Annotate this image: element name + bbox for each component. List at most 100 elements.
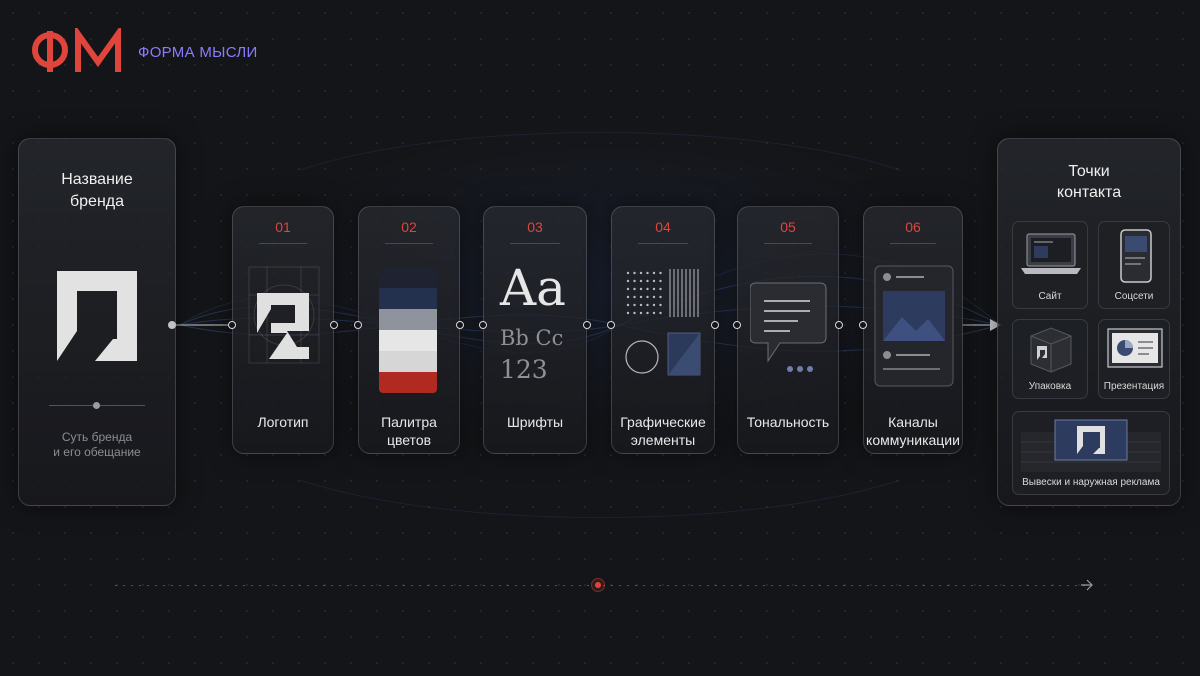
touchpoint-label: Упаковка [1028, 381, 1072, 392]
connector-node [456, 321, 464, 329]
step-number: 06 [905, 219, 921, 235]
pattern-dot [659, 271, 662, 275]
brand-name: ФОРМА МЫСЛИ [138, 44, 258, 61]
pattern-dot [646, 303, 649, 307]
connector-node [607, 321, 615, 329]
touchpoint-label: Соцсети [1114, 291, 1154, 302]
fm-logo-icon [32, 28, 121, 72]
pattern-dot [646, 295, 649, 299]
brand-card-title-line1: Название [61, 171, 133, 188]
step-divider [890, 243, 936, 244]
pattern-dot [659, 303, 662, 307]
pattern-dot [633, 311, 636, 315]
pattern-dot [626, 295, 630, 299]
pattern-dot [639, 295, 643, 299]
pattern-dot [646, 311, 649, 315]
touchpoints-title-line2: контакта [1056, 184, 1122, 201]
brand-mark-icon [57, 271, 137, 361]
pattern-dot [659, 287, 662, 291]
logo-grid-icon [248, 266, 320, 364]
connector-node [711, 321, 719, 329]
typography-sample-medium: Bb Cc [500, 326, 564, 350]
signage-icon [1021, 419, 1161, 472]
brand-card: Название бренда Суть бренда и его обещан… [18, 138, 176, 506]
pattern-dot [633, 279, 636, 283]
step-number: 05 [780, 219, 796, 235]
pattern-dot [626, 303, 630, 307]
touchpoints-title-line1: Точки [1068, 163, 1110, 180]
step-label-line2: элементы [630, 432, 696, 448]
pattern-dot [652, 271, 656, 275]
connector-node [733, 321, 741, 329]
connector-node [835, 321, 843, 329]
touchpoint-label: Вывески и наружная реклама [1022, 477, 1160, 488]
touchpoints-card: Точки контакта Сайт Соцсети Упаковка [997, 138, 1181, 506]
step-label-line2: цветов [386, 432, 432, 448]
pattern-dot [646, 279, 649, 283]
step-card-palette: 02 Палитра цветов [358, 206, 460, 454]
touchpoint-site: Сайт [1012, 221, 1088, 309]
pattern-dot [626, 287, 630, 291]
pattern-dot [639, 303, 643, 307]
color-palette-icon [379, 267, 437, 393]
typography-sample-numbers: 123 [500, 355, 548, 384]
touchpoint-label: Сайт [1038, 291, 1062, 302]
step-card-fonts: 03 Aa Bb Cc 123 Шрифты [483, 206, 587, 454]
touchpoint-packaging: Упаковка [1012, 319, 1088, 399]
pattern-dot [633, 303, 636, 307]
step-label: Шрифты [506, 414, 564, 430]
connector-node [330, 321, 338, 329]
connector-node [228, 321, 236, 329]
pattern-dot [659, 279, 662, 283]
step-number: 01 [275, 219, 291, 235]
brand-card-subtitle-line2: и его обещание [53, 445, 141, 459]
pattern-dot [633, 295, 636, 299]
divider-dot [93, 402, 100, 409]
step-divider [385, 243, 433, 244]
step-label-line1: Палитра [381, 414, 437, 430]
step-card-graphics: 04 Графические элементы [611, 206, 715, 454]
connector-node [168, 321, 176, 329]
step-label-line2: коммуникации [866, 432, 960, 448]
connector-node [479, 321, 487, 329]
step-divider [638, 243, 688, 244]
timeline-arrow-icon [1081, 579, 1093, 591]
pattern-dot [652, 303, 656, 307]
brand-card-title-line2: бренда [69, 193, 125, 210]
step-card-channels: 06 Каналы коммуникации [863, 206, 963, 454]
pattern-dot [659, 311, 662, 315]
connector-node [354, 321, 362, 329]
touchpoint-presentation: Презентация [1098, 319, 1170, 399]
touchpoint-social: Соцсети [1098, 221, 1170, 309]
touchpoint-label: Презентация [1103, 381, 1165, 392]
presentation-icon [1107, 328, 1163, 368]
pattern-dot [652, 279, 656, 283]
connector-node [859, 321, 867, 329]
channels-icon [874, 265, 954, 387]
step-divider [259, 243, 307, 244]
pattern-dot [633, 271, 636, 275]
color-swatch [379, 309, 437, 330]
pattern-dot [639, 311, 643, 315]
step-card-logo: 01 Логотип [232, 206, 334, 454]
timeline-marker[interactable] [591, 578, 605, 592]
pattern-dot [652, 311, 656, 315]
laptop-icon [1021, 233, 1081, 274]
brand-card-subtitle-line1: Суть бренда [61, 430, 133, 444]
pattern-dot [626, 271, 630, 275]
step-label: Тональность [746, 414, 830, 430]
color-swatch [379, 288, 437, 309]
typography-sample-large: Aa [500, 259, 566, 317]
step-card-tone: 05 Тональность [737, 206, 839, 454]
graphic-elements-icon [625, 269, 701, 376]
color-swatch [379, 330, 437, 351]
step-number: 02 [401, 219, 417, 235]
step-label-line1: Каналы [888, 414, 938, 430]
step-divider [764, 243, 812, 244]
pattern-dot [646, 271, 649, 275]
pattern-dot [652, 287, 656, 291]
arrow-right-icon [990, 319, 1001, 331]
step-divider [510, 243, 560, 244]
phone-icon [1120, 229, 1152, 283]
color-swatch [379, 372, 437, 393]
